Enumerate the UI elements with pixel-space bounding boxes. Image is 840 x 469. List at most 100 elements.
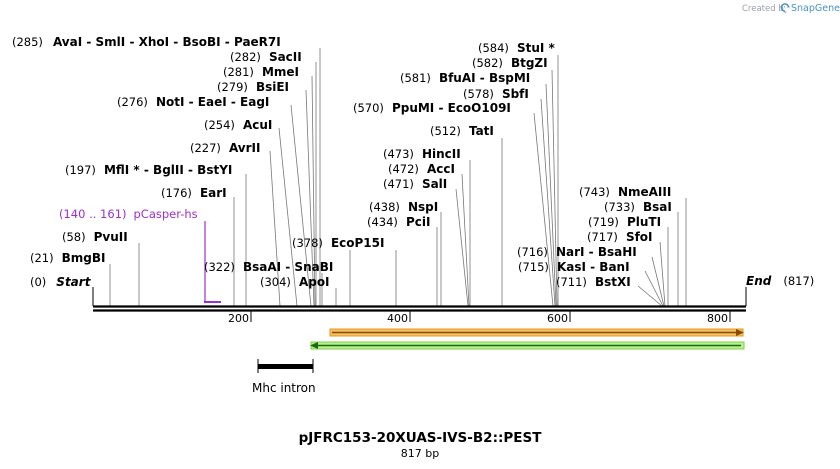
site-label-438[interactable]: (438)NspI	[369, 200, 438, 214]
sequence-backbone	[92, 287, 747, 312]
site-label-21[interactable]: (21)BmgBI	[30, 251, 105, 265]
site-line-227[interactable]	[269, 150, 281, 307]
svg-text:End(817): End(817)	[746, 274, 814, 288]
svg-text:(434)PciI: (434)PciI	[367, 215, 430, 229]
feature-forward-orange[interactable]	[329, 328, 744, 337]
site-label-279[interactable]: (279)BsiEI	[217, 80, 289, 94]
site-label-282[interactable]: (282)SacII	[230, 50, 302, 64]
svg-text:(378)EcoP15I: (378)EcoP15I	[292, 236, 384, 250]
site-label-281[interactable]: (281)MmeI	[223, 65, 299, 79]
site-line-715[interactable]	[644, 270, 664, 307]
site-label-227[interactable]: (227)AvrII	[190, 141, 260, 155]
svg-text:(282)SacII: (282)SacII	[230, 50, 302, 64]
site-label-176[interactable]: (176)EarI	[161, 186, 227, 200]
site-label-472[interactable]: (472)AccI	[388, 162, 455, 176]
end-label: End(817)	[746, 274, 814, 288]
site-line-581[interactable]	[545, 83, 557, 307]
svg-text:(140 .. 161)pCasper-hs: (140 .. 161) pCasper-hs	[59, 207, 198, 221]
cut-site-lines	[109, 48, 687, 307]
site-label-570[interactable]: (570)PpuMI - EcoO109I	[353, 101, 511, 115]
site-label-719[interactable]: (719)PluTI	[588, 215, 661, 229]
svg-text:(285)AvaI - SmlI - XhoI - BsoB: (285)AvaI - SmlI - XhoI - BsoBI - PaeR7I	[12, 35, 281, 49]
tick-label-400: 400	[387, 312, 408, 325]
site-label-581[interactable]: (581)BfuAI - BspMI	[400, 71, 530, 85]
site-label-733[interactable]: (733)BsaI	[604, 200, 672, 214]
site-label-434[interactable]: (434)PciI	[367, 215, 430, 229]
feature-reverse-green[interactable]	[310, 341, 745, 350]
site-label-197[interactable]: (197)MflI * - BglII - BstYI	[65, 163, 232, 177]
svg-text:(176)EarI: (176)EarI	[161, 186, 227, 200]
site-label-716[interactable]: (716)NarI - BsaHI	[517, 245, 637, 259]
site-label-578[interactable]: (578)SbfI	[463, 87, 529, 101]
site-label-715[interactable]: (715)KasI - BanI	[518, 260, 630, 274]
tick-label-200: 200	[228, 312, 249, 325]
site-line-254[interactable]	[278, 127, 298, 307]
site-label-473[interactable]: (473)HincII	[383, 147, 461, 161]
svg-text:(717)SfoI: (717)SfoI	[587, 230, 653, 244]
svg-text:(281)MmeI: (281)MmeI	[223, 65, 299, 79]
site-line-582[interactable]	[551, 69, 558, 307]
site-label-322[interactable]: (322)BsaAI - SnaBI	[204, 260, 333, 274]
mhc-intron-label: Mhc intron	[252, 381, 316, 395]
snapgene-brand: SnapGene	[791, 3, 840, 14]
site-label-304[interactable]: (304)ApoI	[260, 275, 330, 289]
site-line-472[interactable]	[461, 173, 470, 307]
svg-text:(473)HincII: (473)HincII	[383, 147, 461, 161]
primer-range: (140 .. 161)	[59, 207, 127, 221]
site-line-711[interactable]	[637, 285, 663, 307]
sequence-length: 817 bp	[401, 447, 439, 460]
site-line-471[interactable]	[455, 188, 469, 307]
site-label-717[interactable]: (717)SfoI	[587, 230, 653, 244]
site-line-276[interactable]	[290, 104, 312, 307]
site-label-276[interactable]: (276)NotI - EaeI - EagI	[117, 95, 269, 109]
svg-text:(21)BmgBI: (21)BmgBI	[30, 251, 105, 265]
svg-text:(743)NmeAIII: (743)NmeAIII	[579, 185, 671, 199]
site-line-578[interactable]	[540, 98, 556, 307]
svg-text:(711)BstXI: (711)BstXI	[556, 275, 631, 289]
site-line-716[interactable]	[651, 256, 665, 307]
snapgene-logo-icon	[780, 3, 790, 12]
site-line-717[interactable]	[659, 241, 666, 307]
site-label-285[interactable]: (285)AvaI - SmlI - XhoI - BsoBI - PaeR7I	[12, 35, 281, 49]
svg-text:(304)ApoI: (304)ApoI	[260, 275, 330, 289]
site-label-711[interactable]: (711)BstXI	[556, 275, 631, 289]
feature-mhc-intron[interactable]: Mhc intron	[252, 359, 316, 395]
svg-text:(582)BtgZI: (582)BtgZI	[472, 56, 548, 70]
site-label-378[interactable]: (378)EcoP15I	[292, 236, 384, 250]
svg-text:(581)BfuAI - BspMI: (581)BfuAI - BspMI	[400, 71, 530, 85]
svg-text:(715)KasI - BanI: (715)KasI - BanI	[518, 260, 630, 274]
primer-name: pCasper-hs	[134, 207, 198, 221]
svg-text:(227)AvrII: (227)AvrII	[190, 141, 260, 155]
svg-text:(471)SalI: (471)SalI	[383, 177, 447, 191]
svg-text:(472)AccI: (472)AccI	[388, 162, 455, 176]
svg-text:(197)MflI * - BglII - BstYI: (197)MflI * - BglII - BstYI	[65, 163, 232, 177]
svg-text:(58)PvuII: (58)PvuII	[62, 230, 128, 244]
svg-text:(0)Start: (0)Start	[30, 275, 92, 289]
site-line-279[interactable]	[305, 89, 315, 307]
svg-text:(254)AcuI: (254)AcuI	[204, 118, 272, 132]
site-label-743[interactable]: (743)NmeAIII	[579, 185, 671, 199]
axis-ticks: 200 400 600 800	[228, 311, 731, 325]
tick-label-800: 800	[707, 312, 728, 325]
svg-text:(719)PluTI: (719)PluTI	[588, 215, 661, 229]
site-label-584[interactable]: (584)StuI *	[478, 41, 556, 55]
created-by-text: Created by	[742, 4, 789, 14]
svg-text:(578)SbfI: (578)SbfI	[463, 87, 529, 101]
site-label-254[interactable]: (254)AcuI	[204, 118, 272, 132]
site-label-582[interactable]: (582)BtgZI	[472, 56, 548, 70]
start-label: (0)Start	[30, 275, 92, 289]
site-label-58[interactable]: (58)PvuII	[62, 230, 128, 244]
svg-text:(276)NotI - EaeI - EagI: (276)NotI - EaeI - EagI	[117, 95, 269, 109]
svg-text:(438)NspI: (438)NspI	[369, 200, 438, 214]
primer-pcasper-hs[interactable]: (140 .. 161) pCasper-hs	[59, 207, 221, 303]
site-label-471[interactable]: (471)SalI	[383, 177, 447, 191]
svg-text:(279)BsiEI: (279)BsiEI	[217, 80, 289, 94]
sequence-title: pJFRC153-20XUAS-IVS-B2::PEST	[299, 430, 543, 446]
svg-text:(512)TatI: (512)TatI	[430, 124, 494, 138]
site-label-512[interactable]: (512)TatI	[430, 124, 494, 138]
site-line-281[interactable]	[311, 75, 316, 307]
tick-label-600: 600	[547, 312, 568, 325]
site-line-570[interactable]	[533, 112, 554, 307]
svg-text:(716)NarI - BsaHI: (716)NarI - BsaHI	[517, 245, 637, 259]
